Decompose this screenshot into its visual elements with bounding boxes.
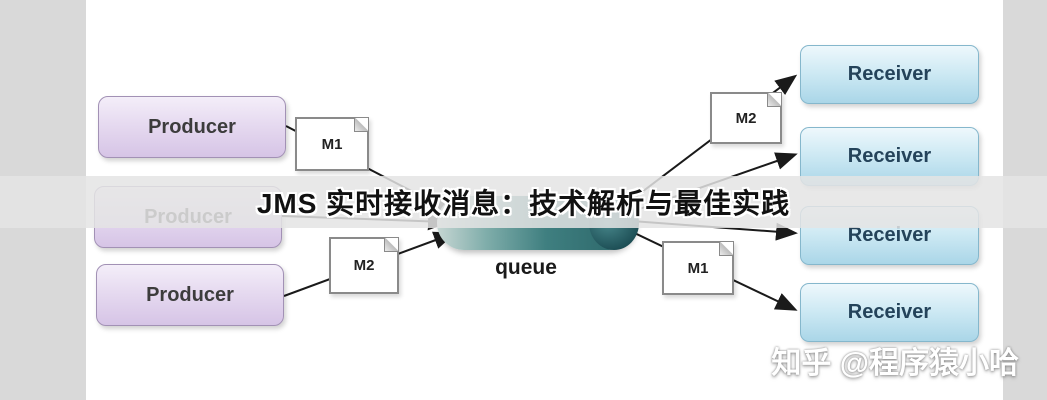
producer-label: Producer [148, 115, 236, 138]
message-m2-right-box: M2 [710, 92, 782, 144]
banner-title: JMS 实时接收消息：技术解析与最佳实践 [256, 188, 791, 219]
title-banner: JMS 实时接收消息：技术解析与最佳实践 [0, 176, 1047, 228]
receiver-box-4: Receiver [800, 283, 979, 342]
folded-corner-icon [354, 118, 368, 132]
message-label: M1 [687, 259, 709, 277]
producer-label: Producer [146, 283, 234, 306]
receiver-label: Receiver [847, 224, 932, 246]
message-m1-left-box: M1 [295, 117, 369, 171]
queue-label: queue [495, 256, 557, 279]
receiver-label: Receiver [847, 145, 932, 167]
message-m2-left-box: M2 [329, 237, 399, 294]
folded-corner-icon [767, 93, 781, 107]
message-label: M1 [321, 135, 343, 153]
producer-box-3: Producer [96, 264, 284, 326]
watermark: 知乎 @程序猿小哈 [771, 347, 1019, 380]
message-label: M2 [353, 257, 375, 274]
folded-corner-icon [384, 238, 398, 252]
receiver-label: Receiver [847, 63, 932, 85]
receiver-label: Receiver [847, 301, 932, 323]
producer-box-1: Producer [98, 96, 286, 158]
message-label: M2 [735, 109, 757, 127]
message-m1-right-box: M1 [662, 241, 734, 295]
folded-corner-icon [719, 242, 733, 256]
receiver-box-1: Receiver [800, 45, 979, 104]
